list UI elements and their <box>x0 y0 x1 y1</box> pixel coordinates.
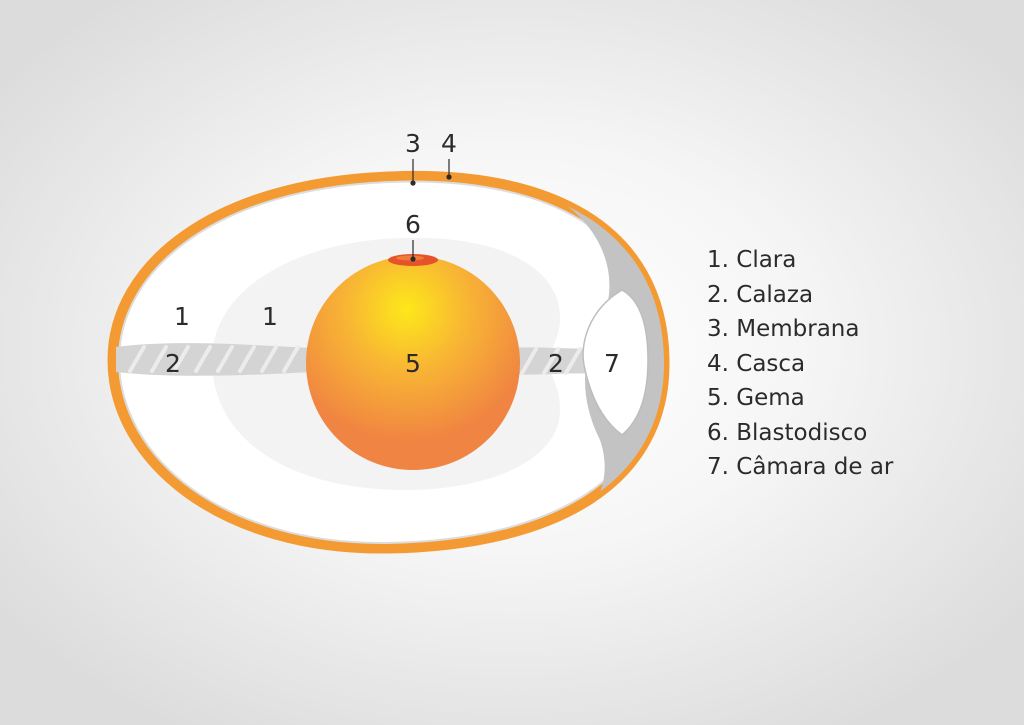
legend-item-clara: 1. Clara <box>707 247 797 273</box>
label-calaza-right: 2 <box>548 349 564 378</box>
shell-leader-dot <box>446 174 452 180</box>
yolk <box>306 256 520 470</box>
legend-item-camara-de-ar: 7. Câmara de ar <box>707 454 894 480</box>
calaza-right-cord <box>510 347 600 375</box>
label-clara-outer: 1 <box>174 302 190 331</box>
label-camara-de-ar: 7 <box>604 349 620 378</box>
legend: 1. Clara 2. Calaza 3. Membrana 4. Casca … <box>707 243 893 485</box>
label-clara-inner: 1 <box>262 302 278 331</box>
legend-item-membrana: 3. Membrana <box>707 316 860 342</box>
legend-item-casca: 4. Casca <box>707 350 806 377</box>
calaza-left-cord <box>116 343 312 376</box>
blastodisc-leader-dot <box>410 256 416 262</box>
legend-item-calaza: 2. Calaza <box>707 281 814 308</box>
label-gema: 5 <box>405 349 421 378</box>
label-membrana: 3 <box>405 129 421 158</box>
blastodisc-highlight <box>396 255 424 261</box>
label-casca: 4 <box>441 129 457 158</box>
legend-item-gema: 5. Gema <box>707 385 805 411</box>
label-calaza-left: 2 <box>165 349 181 378</box>
legend-item-blastodisco: 6. Blastodisco <box>707 419 868 446</box>
membrane-leader-dot <box>410 180 416 186</box>
label-blastodisco: 6 <box>405 210 421 239</box>
air-cell <box>582 289 649 436</box>
